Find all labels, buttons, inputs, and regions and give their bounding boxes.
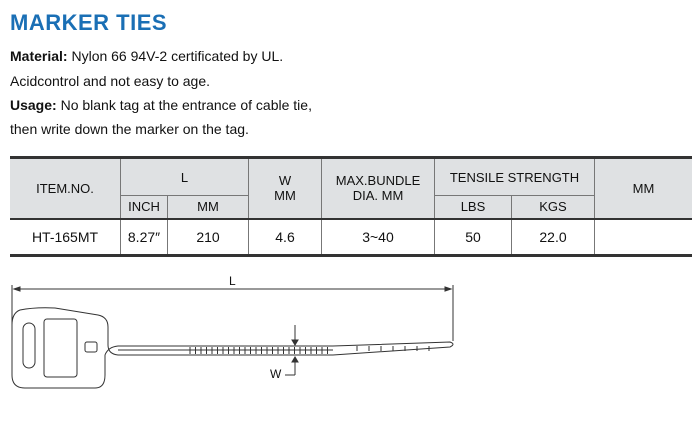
page-title: MARKER TIES <box>10 10 168 35</box>
strap-teeth <box>189 346 430 354</box>
cell-item: HT-165MT <box>10 217 121 256</box>
header-l: L <box>120 157 249 196</box>
cell-inch: 8.27″ <box>120 217 168 256</box>
header-lbs: LBS <box>434 195 512 219</box>
header-kgs: KGS <box>511 195 595 219</box>
width-label: W <box>270 367 282 381</box>
cell-bundle: 3~40 <box>321 217 435 256</box>
usage-line: Usage: No blank tag at the entrance of c… <box>10 97 312 113</box>
header-extra: MM <box>594 157 692 219</box>
header-mm: MM <box>167 195 249 219</box>
cell-kgs: 22.0 <box>511 217 595 256</box>
marker-tie-diagram: L W <box>11 274 454 389</box>
header-item: ITEM.NO. <box>10 157 121 219</box>
header-tensile: TENSILE STRENGTH <box>434 157 595 196</box>
table-row: HT-165MT 8.27″ 210 4.6 3~40 50 22.0 <box>10 217 692 256</box>
cell-extra <box>594 217 692 256</box>
material-line-2: Acidcontrol and not easy to age. <box>10 73 211 89</box>
cell-lbs: 50 <box>434 217 512 256</box>
usage-line-2: then write down the marker on the tag. <box>10 121 249 137</box>
material-line: Material: Nylon 66 94V-2 certificated by… <box>10 48 284 64</box>
length-label: L <box>229 274 236 288</box>
header-inch: INCH <box>120 195 168 219</box>
cell-w: 4.6 <box>248 217 322 256</box>
cell-mm: 210 <box>167 217 249 256</box>
